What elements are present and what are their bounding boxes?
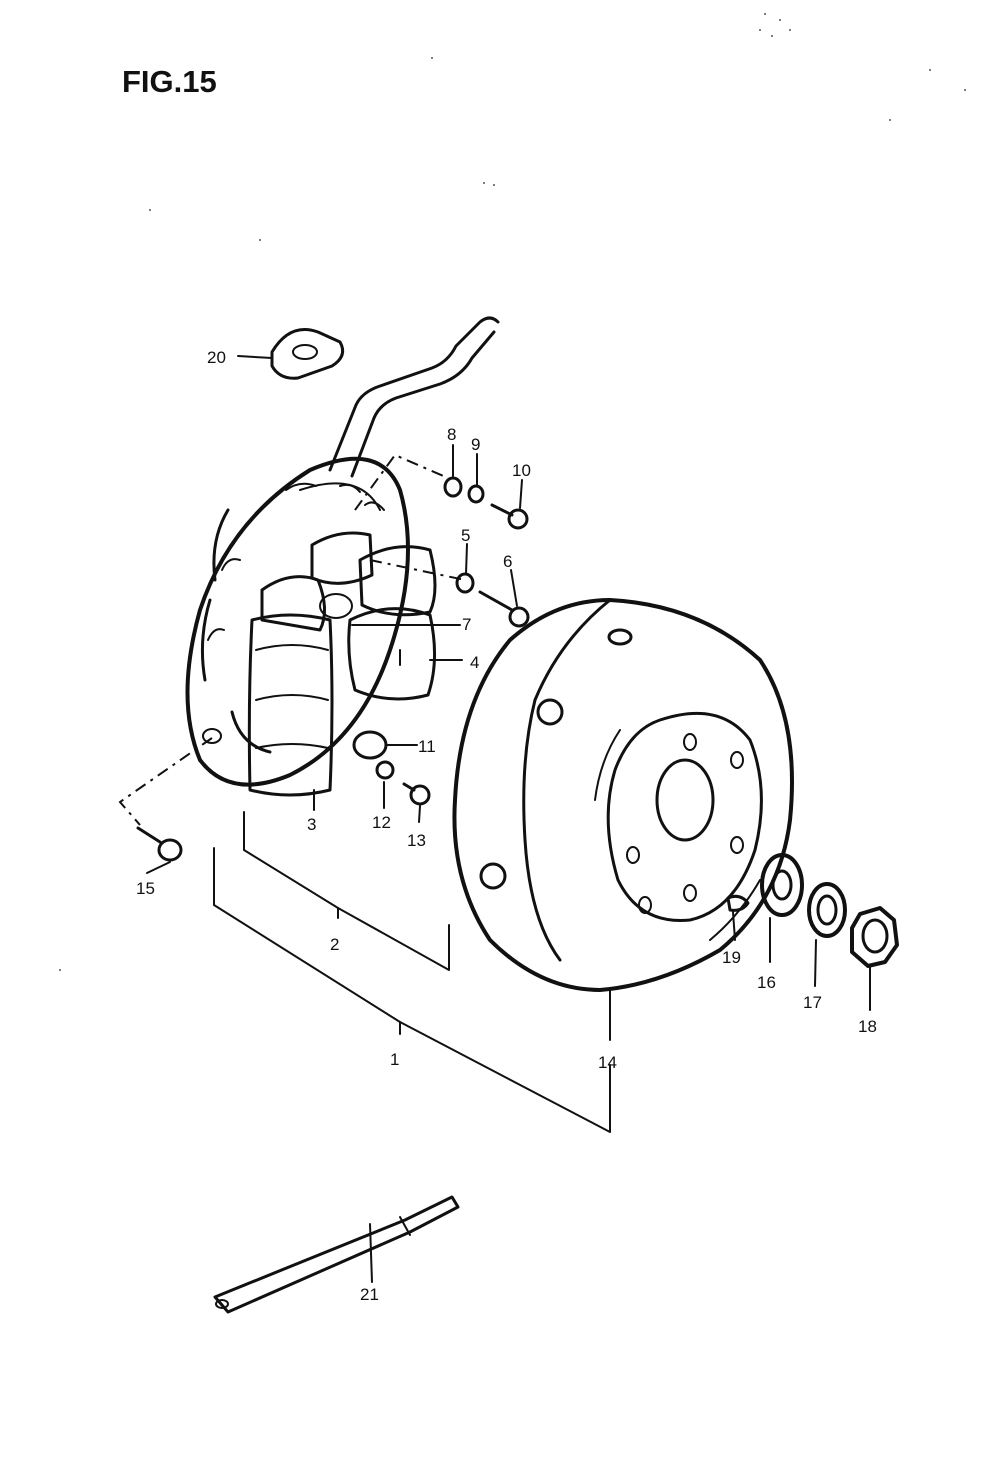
explode-line-6 [369, 559, 466, 581]
callout-6: 6 [503, 552, 512, 571]
callout-labels: 1 2 3 4 5 6 7 8 9 10 11 12 13 14 15 16 1… [136, 348, 877, 1304]
explode-line-15 [118, 737, 213, 826]
coil-assembly [247, 531, 437, 797]
callout-11: 11 [418, 737, 436, 756]
callout-18: 18 [858, 1017, 877, 1036]
stator-plate [185, 456, 410, 787]
screw-15 [136, 826, 183, 862]
callout-12: 12 [372, 813, 391, 832]
callout-19: 19 [722, 948, 741, 967]
callout-7: 7 [462, 615, 471, 634]
hardware-16-17-18-19 [726, 853, 899, 968]
callout-9: 9 [471, 435, 480, 454]
leader-20 [237, 355, 273, 359]
callout-15: 15 [136, 879, 155, 898]
wire-harness [328, 316, 500, 478]
part-20-grommet [270, 328, 345, 380]
callout-2: 2 [330, 935, 339, 954]
callout-10: 10 [512, 461, 531, 480]
rotor-flywheel [452, 598, 794, 992]
callout-13: 13 [407, 831, 426, 850]
part-21-strap [213, 1195, 460, 1314]
hardware-8-9-10 [443, 476, 529, 530]
callout-21: 21 [360, 1285, 379, 1304]
callout-8: 8 [447, 425, 456, 444]
callout-17: 17 [803, 993, 822, 1012]
callout-20: 20 [207, 348, 226, 367]
callout-4: 4 [470, 653, 479, 672]
callout-3: 3 [307, 815, 316, 834]
figure-title: FIG.15 [122, 64, 217, 99]
callout-14: 14 [598, 1053, 617, 1072]
callout-5: 5 [461, 526, 470, 545]
callout-1: 1 [390, 1050, 399, 1069]
hardware-12-13 [375, 760, 431, 806]
scan-noise [59, 13, 966, 971]
callout-16: 16 [757, 973, 776, 992]
leader-lines [146, 444, 871, 1283]
